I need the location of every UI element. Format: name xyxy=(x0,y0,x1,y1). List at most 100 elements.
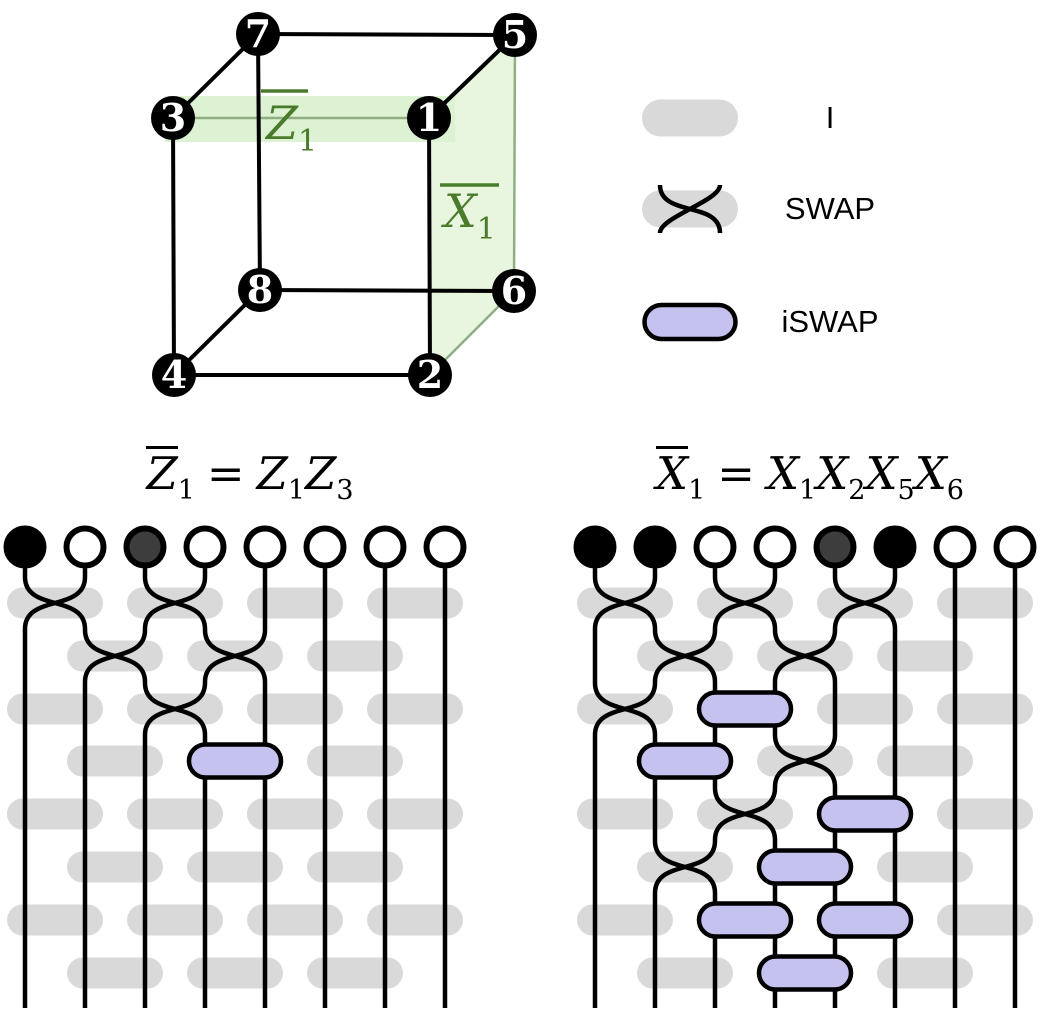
identity-pill xyxy=(307,957,403,989)
cube-node-3 xyxy=(151,96,195,140)
legend: I SWAP iSWAP xyxy=(600,60,1040,400)
cube-node-label-2: 2 xyxy=(417,352,443,397)
cube-node-5 xyxy=(493,13,537,57)
cube-node-label-8: 8 xyxy=(247,267,273,312)
cube-node-8 xyxy=(238,268,282,312)
cube-edge xyxy=(257,32,516,37)
identity-gate-icon xyxy=(642,99,738,137)
overline-operator: X xyxy=(656,446,689,500)
swap-cross-line xyxy=(657,184,723,234)
qubit-wire-5 xyxy=(142,547,268,1008)
iswap-pill xyxy=(756,954,854,992)
qubit-wire-4 xyxy=(592,547,778,1008)
identity-pill xyxy=(247,693,343,725)
identity-pill xyxy=(577,904,673,936)
cube-node-label-5: 5 xyxy=(502,12,528,57)
iswap-pill xyxy=(696,901,794,939)
identity-pill xyxy=(7,904,103,936)
overline-operator: Z xyxy=(146,446,178,500)
cube-edge-green xyxy=(512,34,517,292)
circuit-x-title: X1=X1X2X5X6 xyxy=(656,446,964,506)
legend-row-identity: I xyxy=(600,93,1040,143)
qubit-circle-8-open xyxy=(993,525,1037,569)
cube-node-label-1: 1 xyxy=(416,95,442,140)
qubit-circle-6-open xyxy=(303,525,347,569)
qubit-circle-6-filled xyxy=(873,525,917,569)
cube-edge xyxy=(427,117,432,376)
qubit-circle-5-open xyxy=(243,525,287,569)
iswap-pill xyxy=(756,848,854,886)
cube-node-1 xyxy=(407,96,451,140)
identity-pill xyxy=(307,745,403,777)
iswap-pill xyxy=(696,690,794,728)
wire-layer xyxy=(592,547,1018,1008)
identity-pill xyxy=(877,640,973,672)
identity-pill xyxy=(642,99,738,137)
cube-node-4 xyxy=(152,353,196,397)
identity-pill xyxy=(877,851,973,883)
iswap-gate-icon xyxy=(642,302,738,342)
qubit-circle-2-open xyxy=(63,525,107,569)
legend-label-swap: SWAP xyxy=(784,191,876,226)
cube-node-label-4: 4 xyxy=(161,352,187,397)
identity-pill xyxy=(877,957,973,989)
identity-pill xyxy=(187,851,283,883)
identity-pill xyxy=(127,798,223,830)
cube-edge xyxy=(259,288,515,293)
identity-layer xyxy=(577,587,1033,989)
iswap-pill xyxy=(816,795,914,833)
identity-pill xyxy=(937,693,1033,725)
qubit-layer xyxy=(573,525,1037,569)
identity-pill xyxy=(7,798,103,830)
qubit-circle-4-open xyxy=(753,525,797,569)
qubit-circle-7-open xyxy=(933,525,977,569)
identity-layer xyxy=(7,587,463,989)
iswap-layer xyxy=(186,742,284,780)
identity-pill xyxy=(937,798,1033,830)
identity-pill xyxy=(247,798,343,830)
identity-pill xyxy=(127,904,223,936)
qubit-circle-7-open xyxy=(363,525,407,569)
qubit-wire-6 xyxy=(772,547,898,1008)
qubit-layer xyxy=(3,525,467,569)
identity-pill xyxy=(367,587,463,619)
wire-layer xyxy=(22,547,448,1008)
identity-pill xyxy=(367,904,463,936)
legend-row-swap: SWAP xyxy=(600,184,1040,234)
legend-row-iswap: iSWAP xyxy=(600,297,1040,347)
identity-pill xyxy=(67,745,163,777)
identity-pill xyxy=(307,640,403,672)
cube-node-label-7: 7 xyxy=(245,11,271,56)
cube-node-7 xyxy=(236,12,280,56)
identity-pill xyxy=(577,798,673,830)
qubit-circle-4-open xyxy=(183,525,227,569)
cube-node-2 xyxy=(408,353,452,397)
identity-pill xyxy=(817,693,913,725)
iswap-pill xyxy=(636,742,734,780)
qubit-wire-3 xyxy=(142,547,268,1008)
qubit-circle-1-filled xyxy=(573,525,617,569)
swap-gate-icon xyxy=(642,184,738,234)
iswap-layer xyxy=(636,690,914,992)
identity-pill xyxy=(67,851,163,883)
qubit-wire-4 xyxy=(82,547,208,1008)
identity-pill xyxy=(307,851,403,883)
qubit-circle-8-open xyxy=(423,525,467,569)
iswap-pill xyxy=(816,901,914,939)
qubit-circle-2-filled xyxy=(633,525,677,569)
identity-pill xyxy=(7,693,103,725)
identity-pill xyxy=(367,693,463,725)
identity-pill xyxy=(937,904,1033,936)
identity-pill xyxy=(187,957,283,989)
qubit-circle-5-shaded xyxy=(813,525,857,569)
legend-label-iswap: iSWAP xyxy=(781,304,879,339)
cube-node-6 xyxy=(492,269,536,313)
identity-pill xyxy=(247,904,343,936)
cube-edge xyxy=(171,117,176,376)
circuit-z-title: Z1=Z1Z3 xyxy=(146,446,354,506)
iswap-pill xyxy=(642,302,738,342)
identity-pill xyxy=(637,957,733,989)
identity-pill xyxy=(247,587,343,619)
